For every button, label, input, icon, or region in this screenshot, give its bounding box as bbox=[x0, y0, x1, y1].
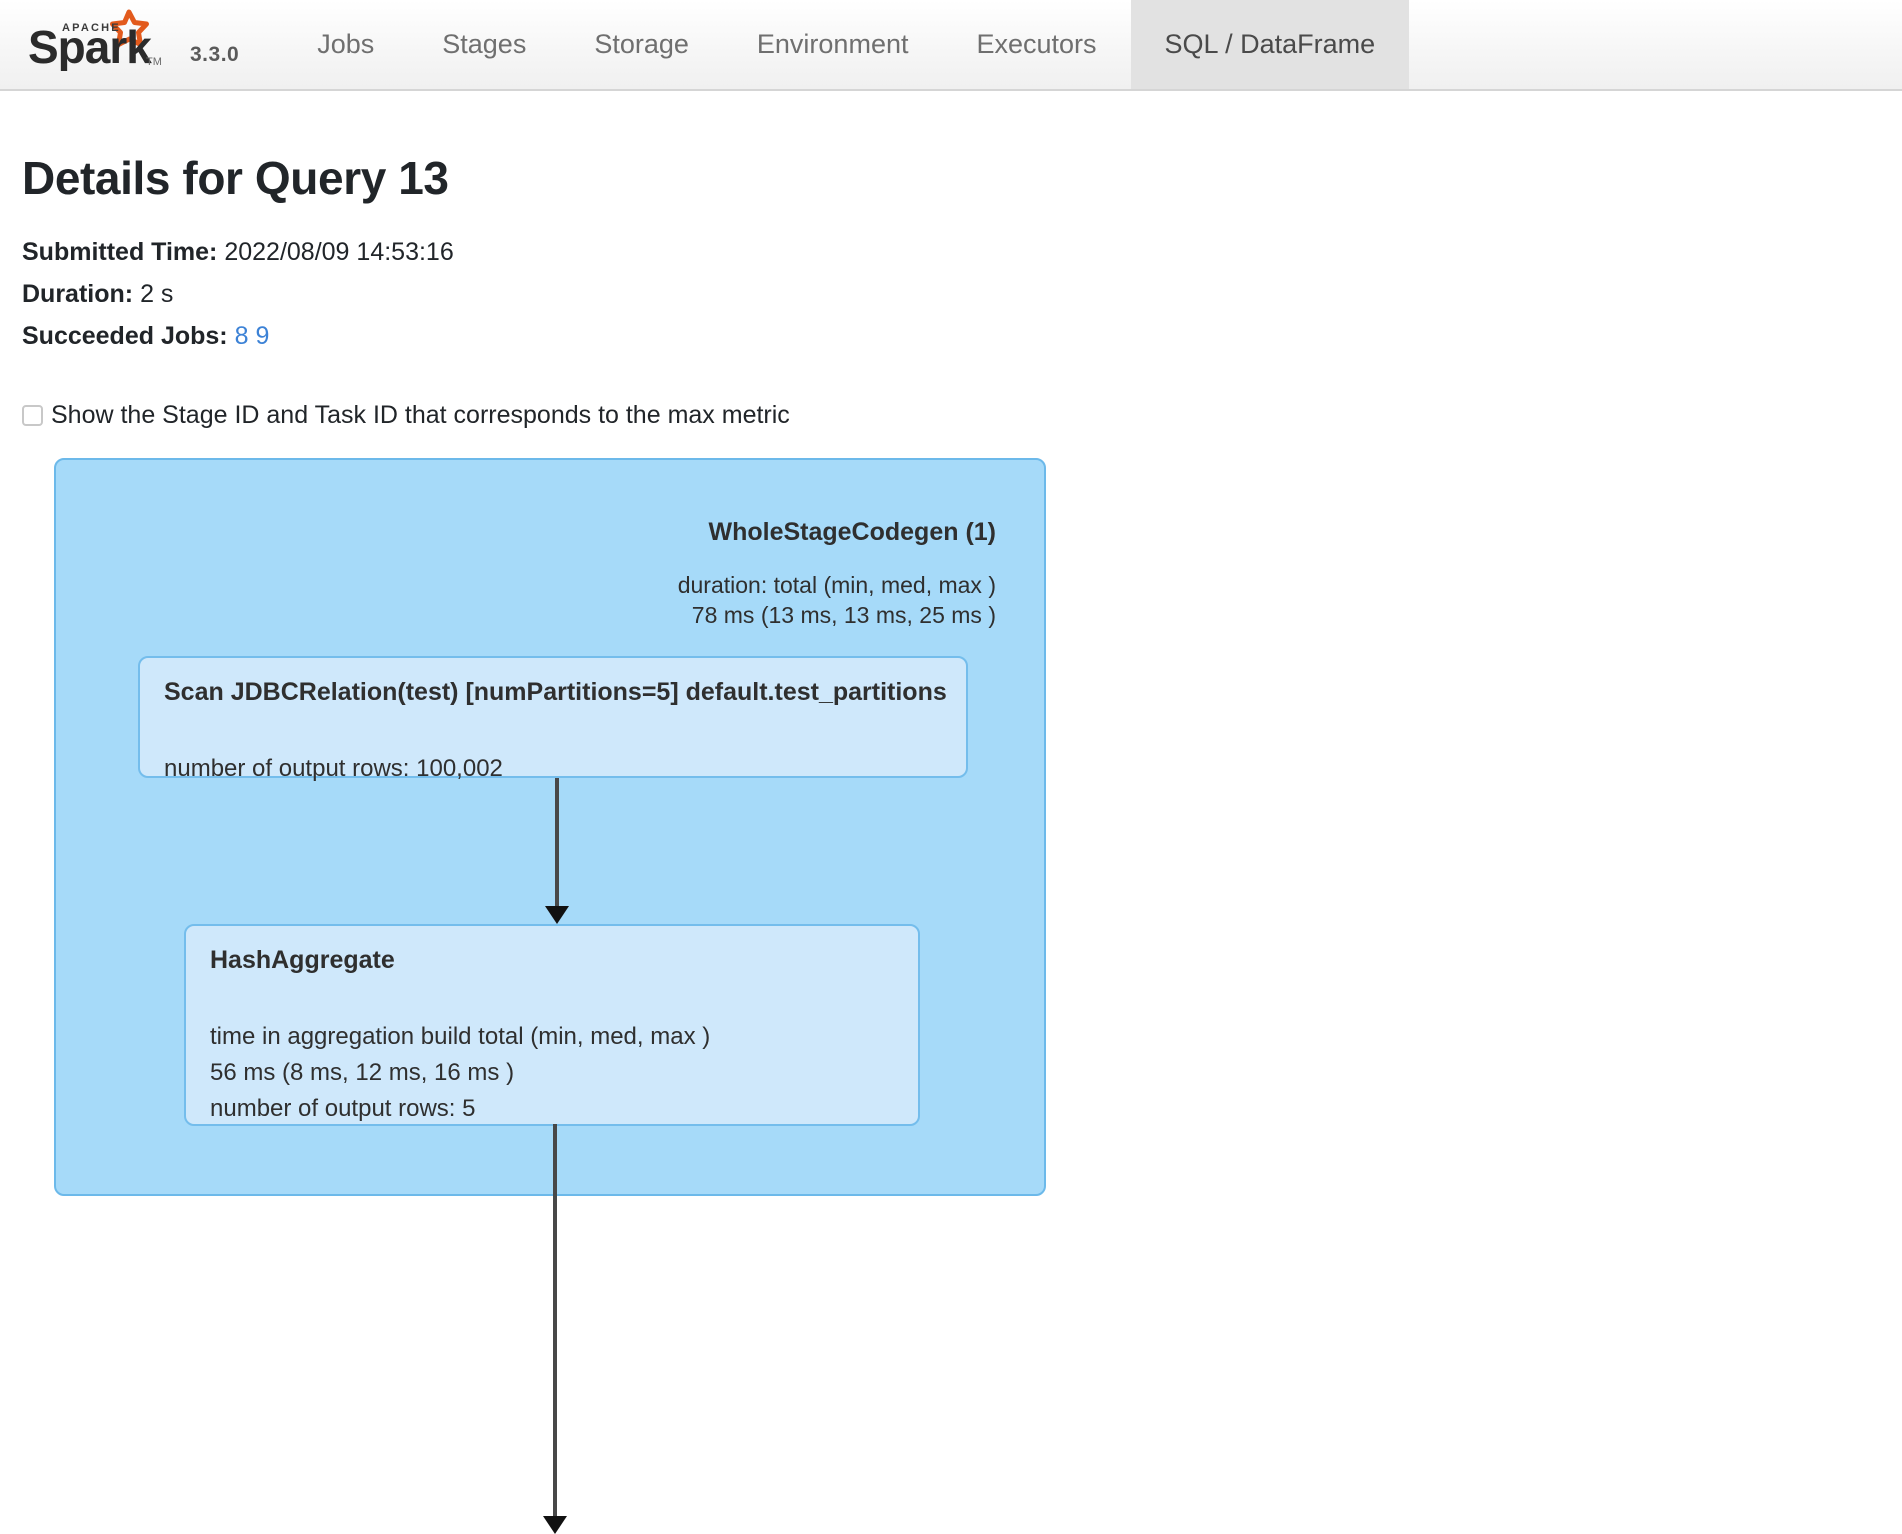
show-stage-task-id-label[interactable]: Show the Stage ID and Task ID that corre… bbox=[51, 401, 790, 429]
page-title: Details for Query 13 bbox=[22, 152, 449, 204]
succeeded-jobs-label: Succeeded Jobs: bbox=[22, 322, 228, 350]
navbar-tabs: Jobs Stages Storage Environment Executor… bbox=[283, 0, 1410, 89]
main-navbar: APACHE Spark TM 3.3.0 Jobs Stages Storag… bbox=[0, 0, 1902, 91]
job-link-8[interactable]: 8 bbox=[234, 322, 249, 350]
plan-node-scan[interactable]: Scan JDBCRelation(test) [numPartitions=5… bbox=[138, 656, 968, 782]
job-link-9[interactable]: 9 bbox=[255, 322, 270, 350]
sql-plan-graph: WholeStageCodegen (1) duration: total (m… bbox=[54, 458, 1054, 1534]
plan-node-scan-title: Scan JDBCRelation(test) [numPartitions=5… bbox=[164, 678, 947, 706]
svg-text:TM: TM bbox=[146, 56, 162, 68]
show-stage-task-id-row[interactable]: Show the Stage ID and Task ID that corre… bbox=[0, 401, 1902, 430]
submitted-time-value: 2022/08/09 14:53:16 bbox=[224, 238, 454, 266]
spark-brand[interactable]: APACHE Spark TM 3.3.0 bbox=[0, 0, 239, 89]
tab-jobs[interactable]: Jobs bbox=[317, 29, 375, 59]
plan-node-scan-metrics: number of output rows: 100,002 bbox=[164, 755, 503, 782]
cluster-metrics: duration: total (min, med, max ) 78 ms (… bbox=[677, 572, 996, 628]
duration-row: Duration: 2 s bbox=[22, 273, 1902, 315]
arrowhead-icon bbox=[543, 1516, 567, 1534]
svg-text:APACHE: APACHE bbox=[62, 22, 121, 34]
submitted-time-row: Submitted Time: 2022/08/09 14:53:16 bbox=[22, 231, 1902, 273]
query-metadata: Submitted Time: 2022/08/09 14:53:16 Dura… bbox=[0, 231, 1902, 357]
edge-line bbox=[555, 778, 559, 906]
spark-logo-icon[interactable]: APACHE Spark TM bbox=[28, 9, 178, 71]
page-content: Details for Query 13 Submitted Time: 202… bbox=[0, 91, 1902, 1534]
submitted-time-label: Submitted Time: bbox=[22, 238, 218, 266]
edge-line bbox=[553, 1124, 557, 1516]
plan-node-hashaggregate-title: HashAggregate bbox=[210, 946, 395, 974]
tab-stages[interactable]: Stages bbox=[442, 29, 527, 59]
cluster-title: WholeStageCodegen (1) bbox=[708, 518, 996, 546]
tab-sql-dataframe[interactable]: SQL / DataFrame bbox=[1130, 0, 1410, 89]
duration-value: 2 s bbox=[140, 280, 174, 308]
plan-node-hashaggregate-metrics: time in aggregation build total (min, me… bbox=[210, 1023, 711, 1122]
cluster-wholestagecodegen[interactable]: WholeStageCodegen (1) duration: total (m… bbox=[54, 458, 1046, 1196]
tab-storage[interactable]: Storage bbox=[594, 29, 689, 59]
tab-environment[interactable]: Environment bbox=[756, 29, 909, 59]
plan-node-hashaggregate[interactable]: HashAggregate time in aggregation build … bbox=[184, 924, 920, 1126]
arrowhead-icon bbox=[545, 906, 569, 924]
duration-label: Duration: bbox=[22, 280, 134, 308]
spark-version: 3.3.0 bbox=[190, 43, 240, 66]
show-stage-task-id-checkbox[interactable] bbox=[22, 405, 43, 426]
svg-text:Spark: Spark bbox=[28, 21, 152, 71]
tab-executors[interactable]: Executors bbox=[976, 29, 1097, 59]
succeeded-jobs-row: Succeeded Jobs: 8 9 bbox=[22, 315, 1902, 357]
